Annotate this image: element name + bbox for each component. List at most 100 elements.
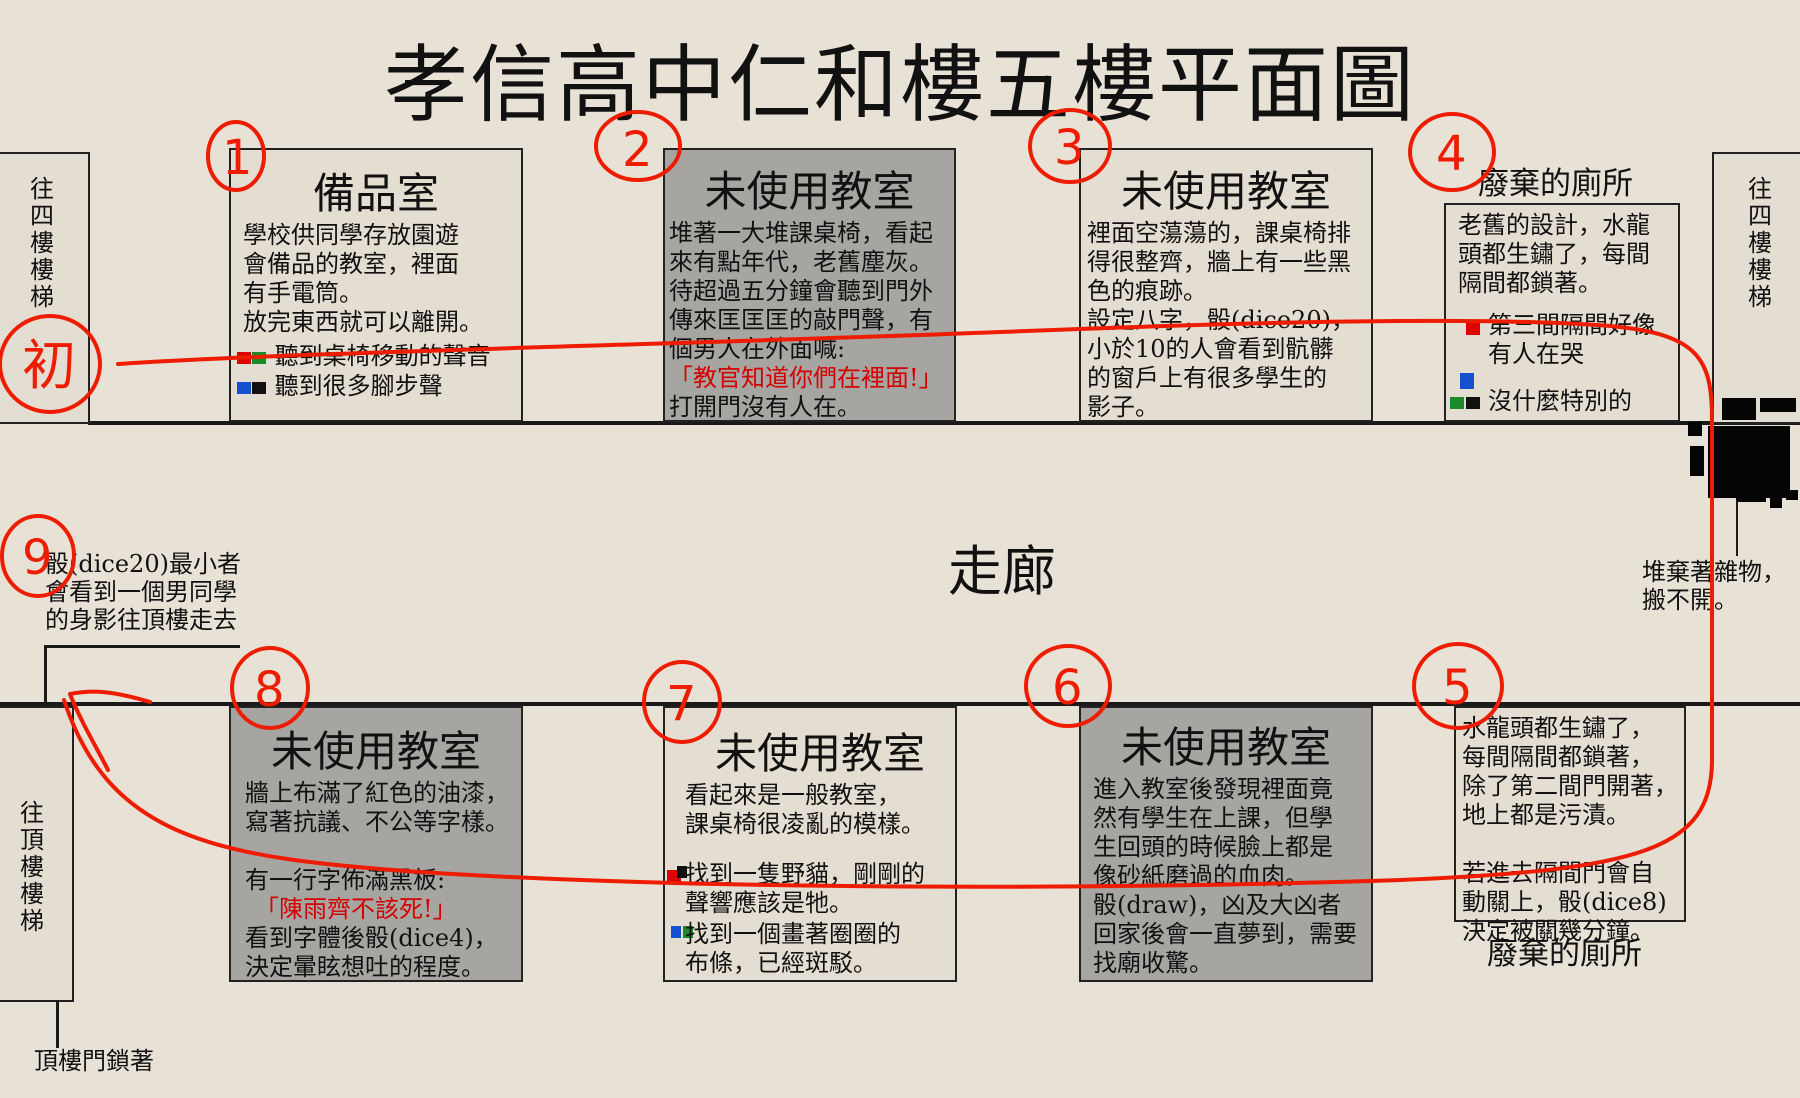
- debris-pointer: [1736, 500, 1738, 556]
- room-4-line: 老舊的設計，水龍: [1458, 211, 1650, 239]
- room-1-line: 學校供同學存放園遊: [243, 221, 459, 249]
- circle-9: [0, 514, 76, 598]
- room-3-line: 影子。: [1087, 393, 1159, 421]
- room-5-toilet[interactable]: 水龍頭都生鏽了， 每間隔間都鎖著， 除了第二間門開著， 地上都是污漬。 若進去隔…: [1454, 706, 1686, 945]
- number-9: 9: [22, 530, 53, 586]
- room-1-title: 備品室: [312, 169, 439, 218]
- dice-black-icon: [252, 381, 266, 394]
- room-2-title: 未使用教室: [704, 167, 915, 216]
- number-4: 4: [1436, 126, 1467, 182]
- debris-block: [1736, 486, 1766, 502]
- room-2-quote: 「教官知道你們在裡面!」: [669, 364, 943, 392]
- room-2-line: 待超過五分鐘會聽到門外: [669, 277, 933, 305]
- debris-block: [1690, 446, 1704, 476]
- room-2-body: 堆著一大堆課桌椅，看起 來有點年代，老舊塵灰。 待超過五分鐘會聽到門外 傳來匡匡…: [665, 219, 954, 422]
- number-2: 2: [622, 122, 653, 178]
- route-path: [62, 318, 1714, 889]
- room-5-body: 水龍頭都生鏽了， 每間隔間都鎖著， 除了第二間門開著， 地上都是污漬。 若進去隔…: [1462, 714, 1678, 945]
- dice-black-icon: [1466, 397, 1480, 409]
- stairs-left-top[interactable]: [0, 152, 90, 424]
- room-4-line: 頭都生鏽了，每間: [1458, 240, 1650, 268]
- number-1: 1: [222, 130, 253, 186]
- note-nine: 骰(dice20)最小者 會看到一個男同學 的身影往頂樓走去: [45, 550, 241, 634]
- room-1-line: 會備品的教室，裡面: [243, 250, 459, 278]
- circle-3: [1028, 108, 1112, 184]
- circle-4: [1408, 112, 1496, 192]
- number-6: 6: [1052, 660, 1083, 716]
- room-8-quote: 「陳雨齊不該死!」: [255, 895, 457, 923]
- corridor-bottom-wall: [0, 702, 1800, 706]
- dice-black-icon: [677, 866, 687, 878]
- room-6-classroom[interactable]: 未使用教室 進入教室後發現裡面竟 然有學生在上課，但學 生回頭的時候臉上都是 像…: [1079, 706, 1373, 982]
- start-marker: 初: [22, 334, 76, 397]
- room-7-body: 看起來是一般教室， 課桌椅很凌亂的模樣。: [685, 781, 925, 838]
- room-2-line: 來有點年代，老舊塵灰。: [669, 248, 933, 276]
- room-1-line: 放完東西就可以離開。: [243, 308, 483, 336]
- bracket-vertical: [44, 645, 47, 705]
- room-3-line: 小於10的人會看到骯髒: [1087, 335, 1334, 363]
- circle-6: [1024, 644, 1112, 728]
- room-8-title: 未使用教室: [270, 727, 481, 776]
- room-7-classroom[interactable]: 未使用教室 看起來是一般教室， 課桌椅很凌亂的模樣。 找到一隻野貓，剛剛的 聲響…: [663, 706, 957, 982]
- room-3-line: 裡面空蕩蕩的，課桌椅排: [1087, 219, 1351, 247]
- room-1-body: 學校供同學存放園遊 會備品的教室，裡面 有手電筒。 放完東西就可以離開。: [231, 221, 521, 337]
- room-8-body: 牆上布滿了紅色的油漆， 寫著抗議、不公等字樣。 有一行字佈滿黑板: 「陳雨齊不該…: [231, 779, 521, 982]
- room-3-classroom[interactable]: 未使用教室 裡面空蕩蕩的，課桌椅排 得很整齊，牆上有一些黑 色的痕跡。 設定八字…: [1079, 148, 1373, 422]
- room-4-toilet[interactable]: 老舊的設計，水龍 頭都生鏽了，每間 隔間都鎖著。 第三間隔間好像 有人在哭 沒什…: [1444, 203, 1680, 422]
- room-4-line: 隔間都鎖著。: [1458, 269, 1602, 297]
- debris-block: [1770, 488, 1782, 508]
- room-7-title: 未使用教室: [714, 729, 925, 778]
- room-7-option-b: 找到一個畫著圈圈的 布條，已經斑駁。: [685, 920, 901, 977]
- debris-block: [1760, 398, 1796, 412]
- room-6-title: 未使用教室: [1120, 723, 1331, 772]
- debris-block: [1786, 490, 1798, 500]
- route-arrow-head: [68, 689, 152, 772]
- room-2-line: 傳來匡匡匡的敲門聲，有: [669, 306, 933, 334]
- circle-7: [642, 660, 722, 744]
- room-1-line: 有手電筒。: [243, 279, 363, 307]
- room-3-body: 裡面空蕩蕩的，課桌椅排 得很整齊，牆上有一些黑 色的痕跡。 設定八字，骰(dic…: [1081, 219, 1371, 422]
- room-1-option-b: 聽到很多腳步聲: [225, 372, 449, 401]
- stairs-left-bottom-label: 往頂樓樓梯: [20, 799, 44, 935]
- dice-blue-icon: [1460, 373, 1474, 389]
- bracket-horizontal: [44, 645, 240, 648]
- room-3-title: 未使用教室: [1120, 167, 1331, 216]
- page-title: 孝信高中仁和樓五樓平面圖: [383, 36, 1416, 134]
- roof-door-line: [56, 1000, 59, 1048]
- room-8-classroom[interactable]: 未使用教室 牆上布滿了紅色的油漆， 寫著抗議、不公等字樣。 有一行字佈滿黑板: …: [229, 706, 523, 982]
- room-3-line: 的窗戶上有很多學生的: [1087, 364, 1327, 392]
- dice-blue-icon: [237, 381, 251, 394]
- stairs-right-top-label: 往四樓樓梯: [1748, 175, 1772, 311]
- number-3: 3: [1054, 120, 1085, 176]
- room-2-classroom[interactable]: 未使用教室 堆著一大堆課桌椅，看起 來有點年代，老舊塵灰。 待超過五分鐘會聽到門…: [663, 148, 956, 422]
- debris-block: [1722, 398, 1756, 420]
- circle-2: [594, 110, 682, 182]
- start-circle: [0, 314, 102, 414]
- room-2-line: 堆著一大堆課桌椅，看起: [669, 219, 933, 247]
- room-3-line: 色的痕跡。: [1087, 277, 1207, 305]
- room-4-body: 老舊的設計，水龍 頭都生鏽了，每間 隔間都鎖著。: [1446, 205, 1678, 298]
- number-8: 8: [254, 662, 285, 718]
- circle-1: [206, 120, 266, 192]
- room-4-title: 廢棄的廁所: [1478, 166, 1633, 202]
- dice-blue-icon: [671, 926, 681, 938]
- room-4-option-b: 沒什麼特別的: [1488, 387, 1632, 415]
- circle-5: [1412, 642, 1504, 730]
- room-1-storage[interactable]: 備品室 學校供同學存放園遊 會備品的教室，裡面 有手電筒。 放完東西就可以離開。…: [229, 148, 523, 422]
- stairs-left-top-label: 往四樓樓梯: [30, 175, 54, 311]
- circle-8: [230, 646, 310, 730]
- dice-green-icon: [1450, 397, 1464, 409]
- stairs-right-top[interactable]: [1712, 152, 1800, 424]
- corridor-label: 走廊: [948, 540, 1056, 603]
- stairs-left-bottom[interactable]: [0, 706, 74, 1002]
- room-1-option-a: 聽到桌椅移動的聲音: [225, 342, 563, 371]
- room-3-line: 設定八字，骰(dice20)，: [1087, 306, 1355, 334]
- debris-block: [1688, 422, 1702, 436]
- room-2-last: 打開門沒有人在。: [669, 393, 861, 421]
- corridor-top-wall: [88, 421, 1800, 425]
- room-3-line: 得很整齊，牆上有一些黑: [1087, 248, 1351, 276]
- number-5: 5: [1442, 660, 1473, 716]
- dice-red-icon: [1466, 323, 1480, 335]
- note-roof-locked: 頂樓門鎖著: [34, 1047, 154, 1075]
